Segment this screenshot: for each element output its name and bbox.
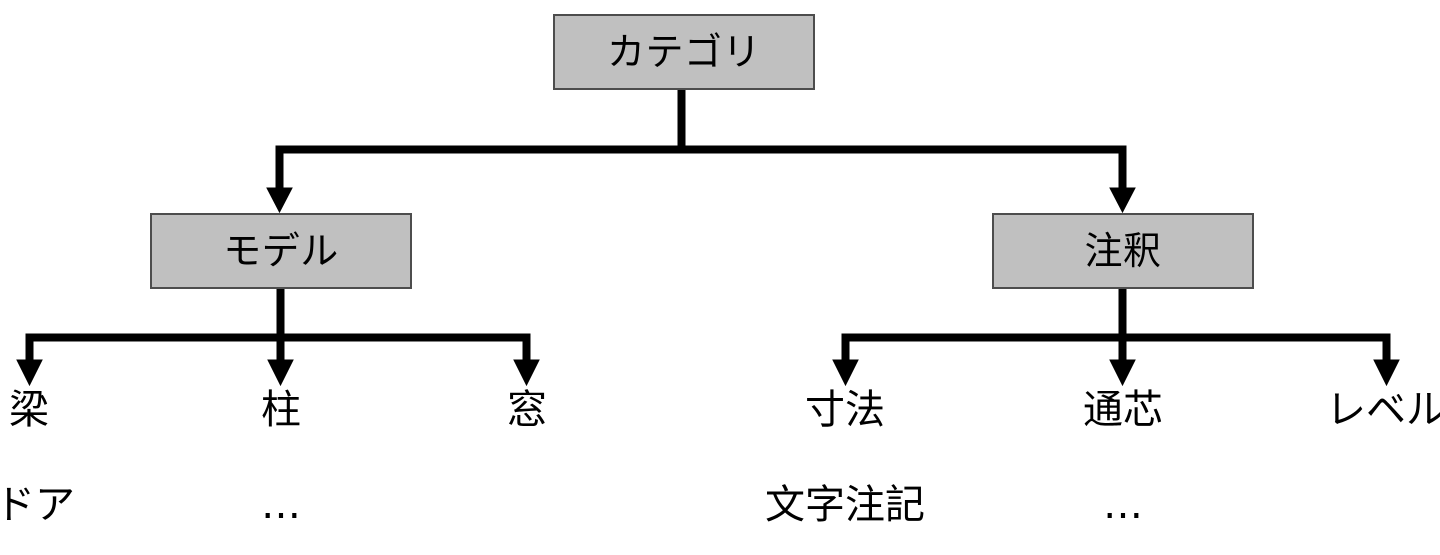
leaf-label-window[interactable]: 窓 bbox=[507, 387, 547, 433]
node-annotation-label: 注釈 bbox=[1084, 229, 1162, 273]
arrowhead-window bbox=[513, 359, 540, 387]
connector-model-stem bbox=[276, 288, 285, 340]
arrowhead-beam bbox=[16, 359, 43, 387]
connector-drop-model bbox=[275, 145, 284, 195]
extra-label-model-ellipsis: … bbox=[261, 482, 301, 528]
leaf-label-beam[interactable]: 梁 bbox=[9, 387, 49, 433]
arrowhead-dimension bbox=[832, 359, 859, 387]
leaf-label-column[interactable]: 柱 bbox=[261, 387, 301, 433]
connector-root-stem bbox=[677, 89, 686, 153]
connector-annotation-stem bbox=[1118, 288, 1127, 340]
arrowhead-model bbox=[266, 187, 293, 214]
node-model-label: モデル bbox=[223, 229, 339, 273]
leaf-label-level[interactable]: レベル bbox=[1326, 387, 1440, 433]
extra-label-text-note[interactable]: 文字注記 bbox=[765, 482, 925, 528]
node-category[interactable]: カテゴリ bbox=[553, 14, 815, 90]
arrowhead-column bbox=[267, 359, 294, 387]
connector-root-bar bbox=[275, 145, 1127, 154]
connector-drop-annotation bbox=[1118, 145, 1127, 195]
node-model[interactable]: モデル bbox=[150, 213, 412, 289]
node-annotation[interactable]: 注釈 bbox=[992, 213, 1254, 289]
extra-label-annotation-ellipsis: … bbox=[1103, 482, 1143, 528]
arrowhead-level bbox=[1373, 359, 1400, 387]
node-category-label: カテゴリ bbox=[606, 30, 761, 74]
arrowhead-annotation bbox=[1109, 187, 1136, 214]
connector-annotation-bar bbox=[841, 333, 1391, 342]
extra-label-door[interactable]: ドア bbox=[0, 482, 75, 528]
leaf-label-grid[interactable]: 通芯 bbox=[1083, 387, 1163, 433]
leaf-label-dimension[interactable]: 寸法 bbox=[805, 387, 885, 433]
arrowhead-grid bbox=[1109, 359, 1136, 387]
